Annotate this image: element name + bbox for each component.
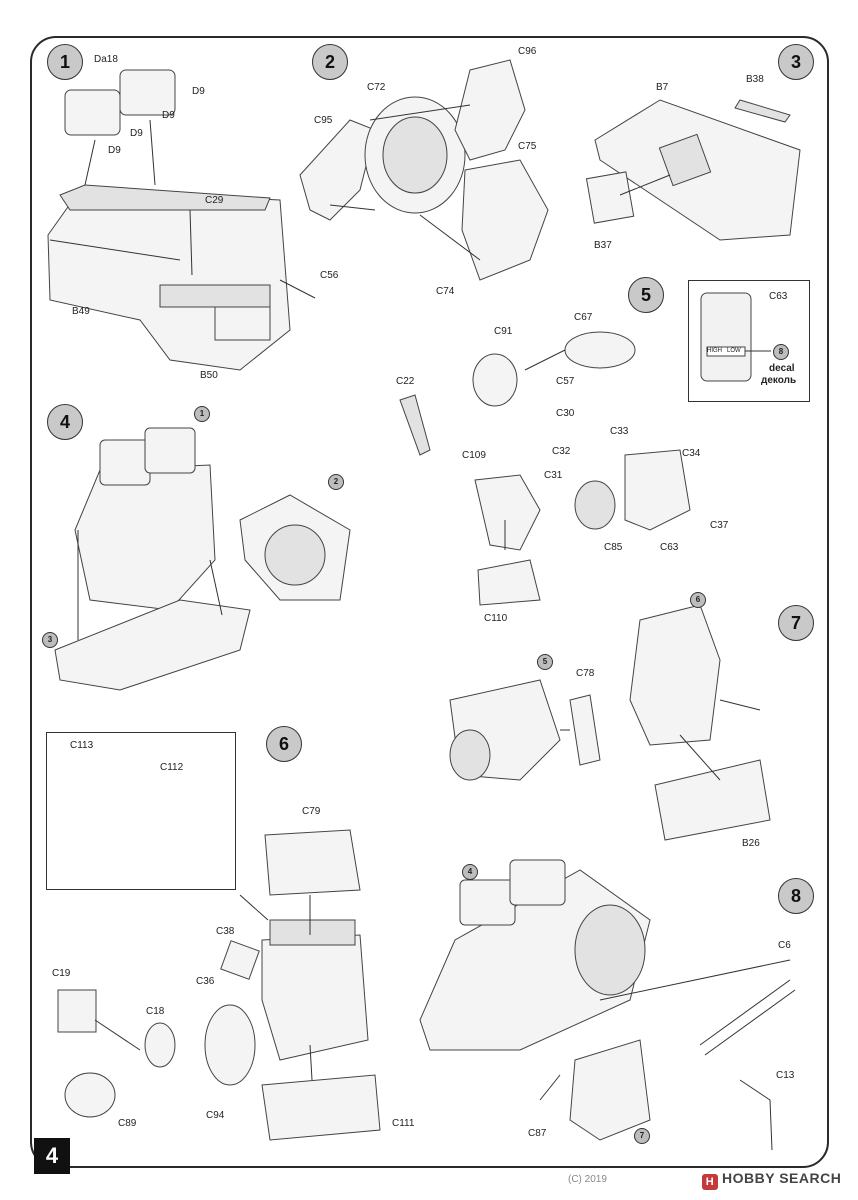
part-label: C30 <box>556 408 575 419</box>
part-label: C29 <box>205 195 224 206</box>
step-badge-5: 5 <box>628 277 664 313</box>
decal-number-badge: 8 <box>773 344 789 360</box>
sub-assembly-badge: 2 <box>328 474 344 490</box>
part-label: C19 <box>52 968 71 979</box>
sub-assembly-badge: 5 <box>537 654 553 670</box>
part-label: C95 <box>314 115 333 126</box>
step-badge-4: 4 <box>47 404 83 440</box>
decal-inset: C63 HIGH LOW 8 decal деколь <box>688 280 810 402</box>
part-label: C57 <box>556 376 575 387</box>
step-badge-6: 6 <box>266 726 302 762</box>
part-label: C33 <box>610 426 629 437</box>
step7-drawing <box>449 604 771 841</box>
part-label: C94 <box>206 1110 225 1121</box>
step2-drawing <box>299 59 549 281</box>
part-label: B26 <box>742 838 760 849</box>
sub-assembly-badge: 1 <box>194 406 210 422</box>
part-label: C75 <box>518 141 537 152</box>
page-number: 4 <box>34 1138 70 1174</box>
step3-drawing <box>585 99 801 241</box>
step-badge-1: 1 <box>47 44 83 80</box>
step-badge-2: 2 <box>312 44 348 80</box>
part-label: C13 <box>776 1070 795 1081</box>
part-label: C79 <box>302 806 321 817</box>
part-label: C91 <box>494 326 513 337</box>
sub-assembly-badge: 6 <box>690 592 706 608</box>
part-label: C87 <box>528 1128 547 1139</box>
decal-low-label: LOW <box>727 348 741 354</box>
decal-label-ru: деколь <box>761 375 797 386</box>
part-label: C36 <box>196 976 215 987</box>
part-label: C78 <box>576 668 595 679</box>
step6-inset <box>46 732 236 890</box>
hobby-search-logo-icon: H <box>702 1174 718 1190</box>
part-label: C72 <box>367 82 386 93</box>
watermark-copyright: (C) 2019 <box>568 1174 607 1185</box>
part-label: C112 <box>160 762 184 773</box>
step-badge-8: 8 <box>778 878 814 914</box>
step1-drawing <box>47 69 316 371</box>
part-label: D9 <box>162 110 175 121</box>
step-badge-3: 3 <box>778 44 814 80</box>
part-label: C22 <box>396 376 415 387</box>
part-label: C63 <box>769 291 788 302</box>
decal-high-label: HIGH <box>707 348 722 354</box>
part-label: Da18 <box>94 54 118 65</box>
step6-drawing <box>57 829 381 1141</box>
part-label: B37 <box>594 240 612 251</box>
part-label: C85 <box>604 542 623 553</box>
step4-drawing <box>54 427 351 691</box>
watermark-text: HOBBY SEARCH <box>722 1170 842 1186</box>
part-label: C31 <box>544 470 563 481</box>
part-label: D9 <box>130 128 143 139</box>
part-label: C109 <box>462 450 486 461</box>
part-label: B50 <box>200 370 218 381</box>
part-label: C74 <box>436 286 455 297</box>
part-label: C63 <box>660 542 679 553</box>
sub-assembly-badge: 7 <box>634 1128 650 1144</box>
step-badge-7: 7 <box>778 605 814 641</box>
sub-assembly-badge: 3 <box>42 632 58 648</box>
part-label: C37 <box>710 520 729 531</box>
part-label: D9 <box>192 86 205 97</box>
part-label: C18 <box>146 1006 165 1017</box>
part-label: B49 <box>72 306 90 317</box>
sub-assembly-badge: 4 <box>462 864 478 880</box>
part-label: B7 <box>656 82 669 93</box>
part-label: C67 <box>574 312 593 323</box>
part-label: C111 <box>392 1118 415 1129</box>
part-label: C89 <box>118 1118 137 1129</box>
part-label: B38 <box>746 74 764 85</box>
part-label: C56 <box>320 270 339 281</box>
part-label: C38 <box>216 926 235 937</box>
decal-label-en: decal <box>769 363 795 374</box>
part-label: C96 <box>518 46 537 57</box>
step8-drawing <box>419 859 796 1151</box>
part-label: C110 <box>484 613 508 624</box>
step5-drawing <box>399 331 731 606</box>
part-label: C32 <box>552 446 571 457</box>
part-label: C6 <box>778 940 791 951</box>
part-label: C34 <box>682 448 701 459</box>
page-frame <box>30 36 829 1168</box>
part-label: C113 <box>70 740 94 751</box>
part-label: D9 <box>108 145 121 156</box>
